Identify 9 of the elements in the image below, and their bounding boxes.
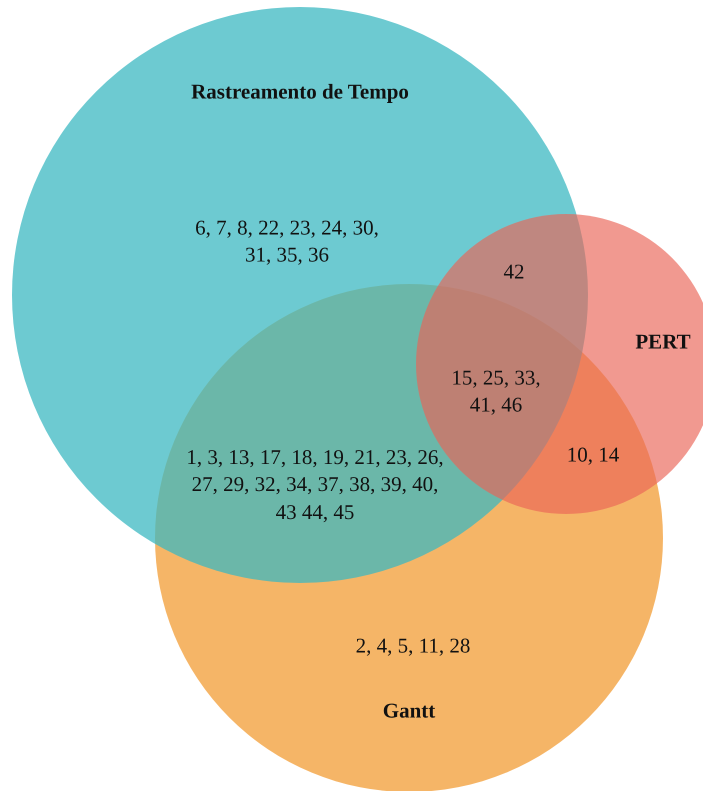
set-title: PERT xyxy=(635,330,691,354)
region-members: 2, 4, 5, 11, 28 xyxy=(354,632,472,660)
region-members: 15, 25, 33, 41, 46 xyxy=(450,364,542,419)
set-title: Gantt xyxy=(382,698,436,724)
set-title: Rastreamento de Tempo xyxy=(191,80,409,104)
region-members: 42 xyxy=(502,258,526,286)
region-members: 6, 7, 8, 22, 23, 24, 30, 31, 35, 36 xyxy=(194,214,380,269)
region-members: 10, 14 xyxy=(566,441,620,468)
region-members: 1, 3, 13, 17, 18, 19, 21, 23, 26, 27, 29, 32, 34, 37, 38, 39, 40, 43 44, 45 xyxy=(185,444,445,526)
